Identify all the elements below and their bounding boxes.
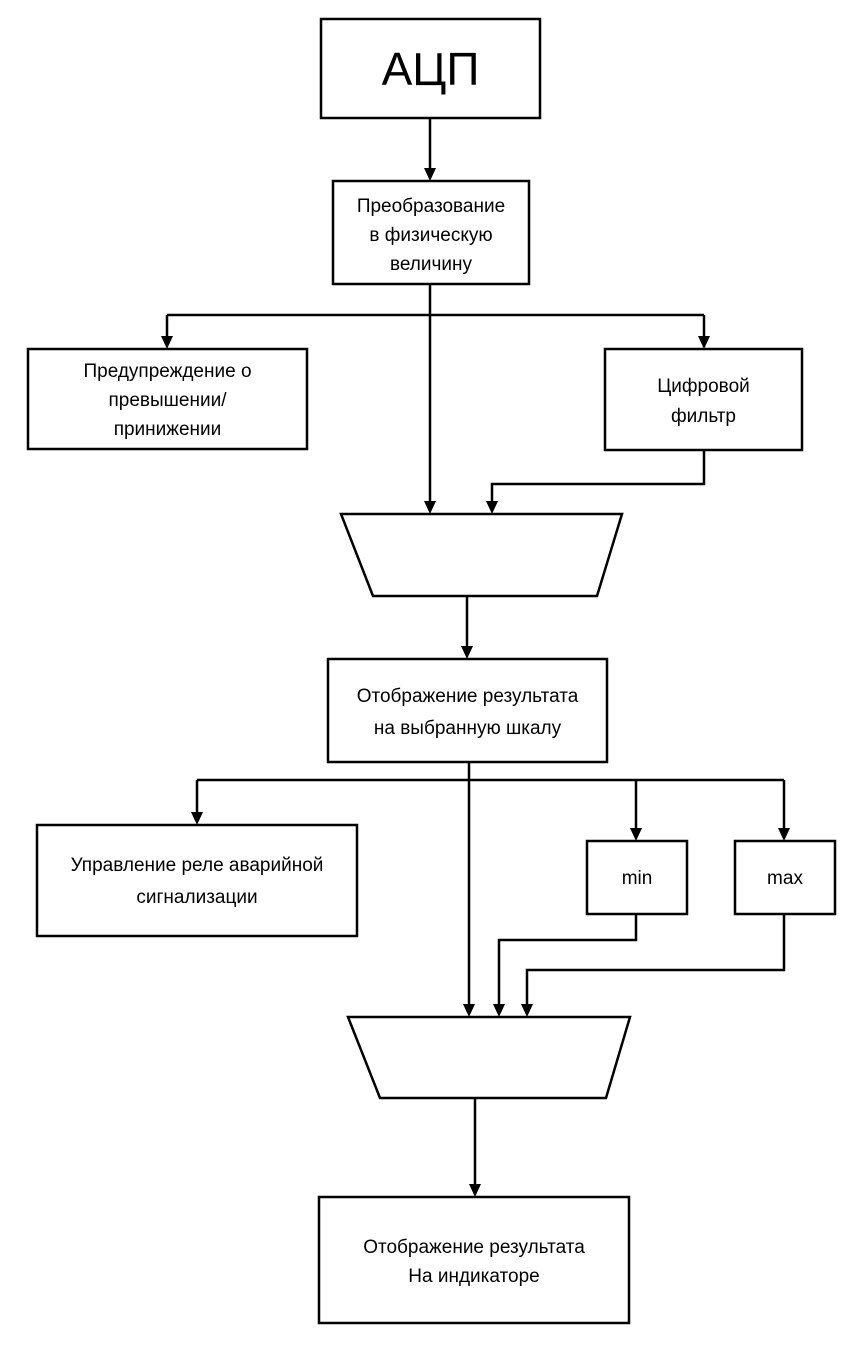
arrowhead [486,501,498,514]
relay-label-line1: Управление реле аварийной [71,855,324,876]
max-box [733,839,837,916]
arrow-min-to-mux2 [497,915,638,1006]
conversion-label-line2: в физическую [369,225,492,246]
arrowhead [778,828,790,841]
adc-box [319,17,542,120]
arrowhead [463,1004,475,1017]
filter-label-line1: Цифровой [657,376,750,397]
indicator-label-line2: На индикаторе [408,1266,539,1287]
multiplexer-2 [346,1015,632,1100]
min-block: min [585,839,689,916]
arrowhead [469,1184,481,1197]
arrowhead [191,812,203,825]
max-block: max [733,839,837,916]
adc-block: АЦП [319,17,542,120]
indicator-label-line1: Отображение результата [363,1237,585,1258]
indicator-box [317,1195,631,1325]
min-label: min [622,868,653,889]
arrowhead [424,501,436,514]
arrowhead [698,336,710,349]
connectors [161,119,790,1197]
mapping-box [326,657,609,764]
indicator-block: Отображение результата На индикаторе [317,1195,631,1325]
filter-block: Цифровой фильтр [603,347,804,452]
arrowhead [424,168,436,181]
arrowhead [161,336,173,349]
warning-label-line2: превышении/ [109,390,228,411]
arrowhead [493,1004,505,1017]
arrow-max-to-mux2 [525,915,786,1006]
warning-label-line3: принижении [114,419,222,440]
arrowhead [630,828,642,841]
relay-label-line2: сигнализации [136,887,257,908]
arrowhead [521,1004,533,1017]
conversion-box [331,179,531,286]
multiplexer-1 [339,512,624,598]
min-box [585,839,689,916]
warning-block: Предупреждение о превышении/ принижении [26,347,309,451]
mapping-block: Отображение результата на выбранную шкал… [326,657,609,764]
filter-label-line2: фильтр [671,406,736,427]
conversion-label-line3: величину [390,254,473,275]
conversion-block: Преобразование в физическую величину [331,179,531,286]
mapping-label-line2: на выбранную шкалу [374,718,562,739]
arrow-filter-to-mux1 [490,451,706,503]
relay-box [35,823,359,938]
conversion-label-line1: Преобразование [357,196,505,217]
filter-box [603,347,804,452]
mapping-label-line1: Отображение результата [357,686,579,707]
relay-block: Управление реле аварийной сигнализации [35,823,359,938]
warning-label-line1: Предупреждение о [83,361,251,382]
arrowhead [461,646,473,659]
max-label: max [767,868,803,889]
warning-box [26,347,309,451]
adc-label: АЦП [382,43,480,95]
